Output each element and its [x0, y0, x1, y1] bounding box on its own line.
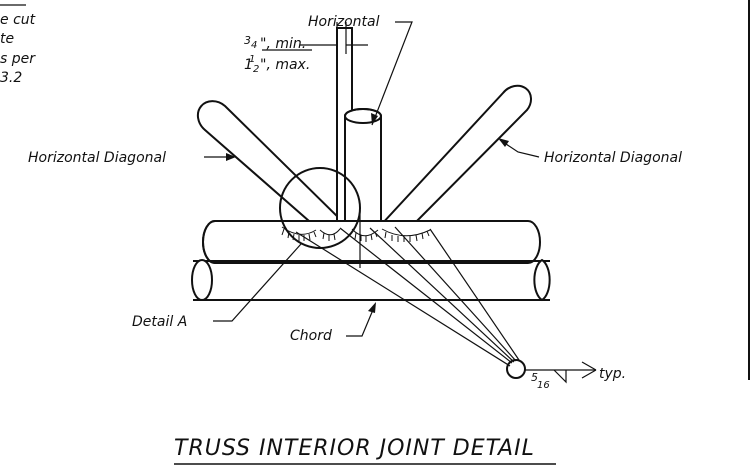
weld-size-den: 16 [537, 380, 550, 391]
label-chord: Chord [290, 302, 376, 344]
gap-max-num: 1 [249, 54, 255, 65]
horizontal-member-end [344, 108, 382, 124]
note-line-3: s per [0, 51, 36, 67]
left-diagonal-member [196, 100, 346, 230]
gap-dimension: 3 4 ", min. 1 1 2 ", max. [244, 22, 368, 75]
weld-size-num: 5 [531, 371, 538, 384]
gap-max-den: 2 [253, 64, 259, 75]
weld-tail-text: typ. [599, 366, 626, 382]
label-diagonal-left-text: Horizontal Diagonal [28, 150, 166, 166]
gap-min-num: 3 [244, 34, 251, 47]
detail-a-circle [279, 167, 361, 249]
label-horizontal: Horizontal [308, 14, 413, 126]
gap-max-whole: 1 [244, 57, 253, 73]
label-diagonal-left: Horizontal Diagonal [28, 150, 236, 166]
horizontal-member [344, 108, 382, 227]
gap-max-suffix: ", max. [260, 57, 310, 73]
note-line-1: e cut [0, 12, 36, 28]
title-text: TRUSS INTERIOR JOINT DETAIL [174, 436, 535, 461]
weld-beads [281, 226, 431, 242]
label-chord-text: Chord [290, 328, 332, 344]
label-diagonal-right-text: Horizontal Diagonal [544, 150, 682, 166]
general-note: e cut te s per 3.2 [0, 4, 36, 86]
label-horizontal-text: Horizontal [308, 14, 380, 30]
gap-min-den: 4 [251, 40, 257, 51]
label-detail-a: Detail A [132, 243, 302, 330]
chord-member [191, 220, 551, 302]
note-line-4: 3.2 [0, 70, 22, 86]
gap-min-suffix: ", min. [260, 36, 306, 52]
weld-all-around-symbol [506, 359, 526, 379]
weld-callout: 5 16 typ. [295, 226, 626, 391]
right-diagonal-member [377, 84, 532, 230]
label-detail-a-text: Detail A [132, 314, 187, 330]
drawing-title: TRUSS INTERIOR JOINT DETAIL [174, 436, 556, 465]
note-line-2: te [0, 31, 14, 47]
label-diagonal-right: Horizontal Diagonal [498, 138, 682, 166]
